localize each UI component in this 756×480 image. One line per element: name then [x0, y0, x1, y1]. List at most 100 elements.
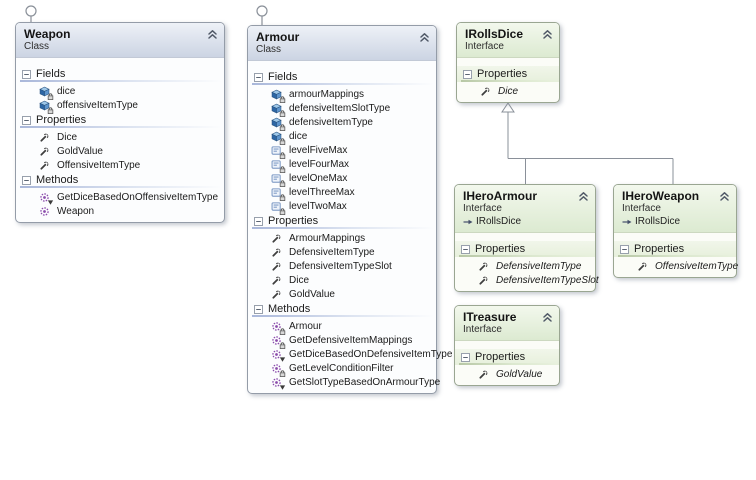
property-icon	[270, 260, 283, 273]
section-collapse-icon[interactable]	[22, 116, 31, 125]
member-item[interactable]: DefensiveItemTypeSlot	[248, 259, 436, 273]
member-item[interactable]: GetDiceBasedOnDefensiveItemType	[248, 347, 436, 361]
collapse-chevron-icon[interactable]	[541, 28, 554, 40]
member-item[interactable]: GoldValue	[16, 144, 224, 158]
member-item[interactable]: armourMappings	[248, 87, 436, 101]
section-collapse-icon[interactable]	[463, 70, 472, 79]
section-collapse-icon[interactable]	[22, 70, 31, 79]
member-item[interactable]: GetSlotTypeBasedOnArmourType	[248, 375, 436, 389]
section-header-methods[interactable]: Methods	[16, 172, 224, 188]
field-icon	[270, 130, 283, 143]
collapse-chevron-icon[interactable]	[541, 311, 554, 323]
section-collapse-icon[interactable]	[254, 217, 263, 226]
collapse-shape-button[interactable]	[541, 27, 554, 39]
section-label: Properties	[477, 68, 527, 80]
box-header[interactable]: IHeroWeaponInterfaceIRollsDice	[614, 185, 736, 233]
section-collapse-icon[interactable]	[461, 245, 470, 254]
section-collapse-icon[interactable]	[22, 176, 31, 185]
member-item[interactable]: levelFiveMax	[248, 143, 436, 157]
lollipop-circle-icon[interactable]	[257, 6, 267, 16]
collapse-shape-button[interactable]	[418, 30, 431, 42]
section-header-properties[interactable]: Properties	[457, 66, 559, 82]
box-title: IRollsDice	[465, 27, 551, 41]
collapse-chevron-icon[interactable]	[718, 190, 731, 202]
box-header[interactable]: IRollsDiceInterface	[457, 23, 559, 58]
section-collapse-icon[interactable]	[620, 245, 629, 254]
section-collapse-icon[interactable]	[461, 353, 470, 362]
collapse-chevron-icon[interactable]	[577, 190, 590, 202]
collapse-chevron-icon[interactable]	[206, 28, 219, 40]
section-header-properties[interactable]: Properties	[16, 112, 224, 128]
member-item[interactable]: ArmourMappings	[248, 231, 436, 245]
member-item[interactable]: DefensiveItemType	[455, 259, 595, 273]
member-item[interactable]: levelTwoMax	[248, 199, 436, 213]
section-header-methods[interactable]: Methods	[248, 301, 436, 317]
class-box-weapon[interactable]: WeaponClassFields diceoffensiveItemTypePr…	[15, 22, 225, 223]
member-item[interactable]: offensiveItemType	[16, 98, 224, 112]
interface-box-iheroweapon[interactable]: IHeroWeaponInterfaceIRollsDiceProperties…	[613, 184, 737, 278]
box-header[interactable]: ITreasureInterface	[455, 306, 559, 341]
collapse-chevron-icon[interactable]	[418, 31, 431, 43]
member-item[interactable]: Dice	[16, 130, 224, 144]
collapse-shape-button[interactable]	[577, 189, 590, 201]
member-item[interactable]: GoldValue	[248, 287, 436, 301]
implements-row: IRollsDice	[463, 215, 587, 228]
section-header-properties[interactable]: Properties	[248, 213, 436, 229]
member-item[interactable]: dice	[248, 129, 436, 143]
box-title: ITreasure	[463, 310, 551, 324]
member-label: DefensiveItemTypeSlot	[289, 261, 392, 272]
member-item[interactable]: GetDefensiveItemMappings	[248, 333, 436, 347]
member-label: Dice	[289, 275, 309, 286]
lollipop-circle-icon[interactable]	[26, 6, 36, 16]
member-label: levelTwoMax	[289, 201, 347, 212]
box-header[interactable]: WeaponClass	[16, 23, 224, 58]
box-header[interactable]: ArmourClass	[248, 26, 436, 61]
interface-box-irollsdice[interactable]: IRollsDiceInterfacePropertiesDice	[456, 22, 560, 103]
member-item[interactable]: Weapon	[16, 204, 224, 218]
member-label: armourMappings	[289, 89, 364, 100]
member-item[interactable]: Dice	[457, 84, 559, 98]
member-item[interactable]: levelFourMax	[248, 157, 436, 171]
member-label: levelThreeMax	[289, 187, 355, 198]
member-item[interactable]: dice	[16, 84, 224, 98]
member-item[interactable]: levelOneMax	[248, 171, 436, 185]
implements-interface-name: IRollsDice	[635, 215, 680, 228]
inheritance-triangle-icon[interactable]	[502, 103, 514, 112]
section-label: Methods	[36, 174, 78, 186]
section-header-properties[interactable]: Properties	[614, 241, 736, 257]
collapse-shape-button[interactable]	[541, 310, 554, 322]
class-box-armour[interactable]: ArmourClassFieldsarmourMappingsdefensive…	[247, 25, 437, 394]
interface-box-itreasure[interactable]: ITreasureInterfacePropertiesGoldValue	[454, 305, 560, 386]
box-subtitle: Interface	[465, 41, 551, 53]
member-label: defensiveItemType	[289, 117, 373, 128]
member-item[interactable]: OffensiveItemType	[16, 158, 224, 172]
member-item[interactable]: defensiveItemSlotType	[248, 101, 436, 115]
box-header[interactable]: IHeroArmourInterfaceIRollsDice	[455, 185, 595, 233]
method-icon	[270, 362, 283, 375]
member-item[interactable]: DefensiveItemTypeSlot	[455, 273, 595, 287]
member-item[interactable]: defensiveItemType	[248, 115, 436, 129]
section-label: Properties	[268, 215, 318, 227]
member-item[interactable]: GetLevelConditionFilter	[248, 361, 436, 375]
box-title: Armour	[256, 30, 428, 44]
collapse-shape-button[interactable]	[718, 189, 731, 201]
section-header-fields[interactable]: Fields	[16, 66, 224, 82]
interface-box-iheroarmour[interactable]: IHeroArmourInterfaceIRollsDiceProperties…	[454, 184, 596, 292]
method-icon	[270, 320, 283, 333]
section-header-properties[interactable]: Properties	[455, 241, 595, 257]
member-item[interactable]: GoldValue	[455, 367, 559, 381]
member-item[interactable]: GetDiceBasedOnOffensiveItemType	[16, 190, 224, 204]
box-body: PropertiesGoldValue	[455, 341, 559, 385]
member-item[interactable]: Dice	[248, 273, 436, 287]
box-body: Fields diceoffensiveItemTypePropertiesDic…	[16, 58, 224, 222]
collapse-shape-button[interactable]	[206, 27, 219, 39]
member-item[interactable]: Armour	[248, 319, 436, 333]
section-header-properties[interactable]: Properties	[455, 349, 559, 365]
member-item[interactable]: OffensiveItemType	[614, 259, 736, 273]
section-header-fields[interactable]: Fields	[248, 69, 436, 85]
section-collapse-icon[interactable]	[254, 305, 263, 314]
section-collapse-icon[interactable]	[254, 73, 263, 82]
member-item[interactable]: levelThreeMax	[248, 185, 436, 199]
member-item[interactable]: DefensiveItemType	[248, 245, 436, 259]
property-icon	[636, 260, 649, 273]
